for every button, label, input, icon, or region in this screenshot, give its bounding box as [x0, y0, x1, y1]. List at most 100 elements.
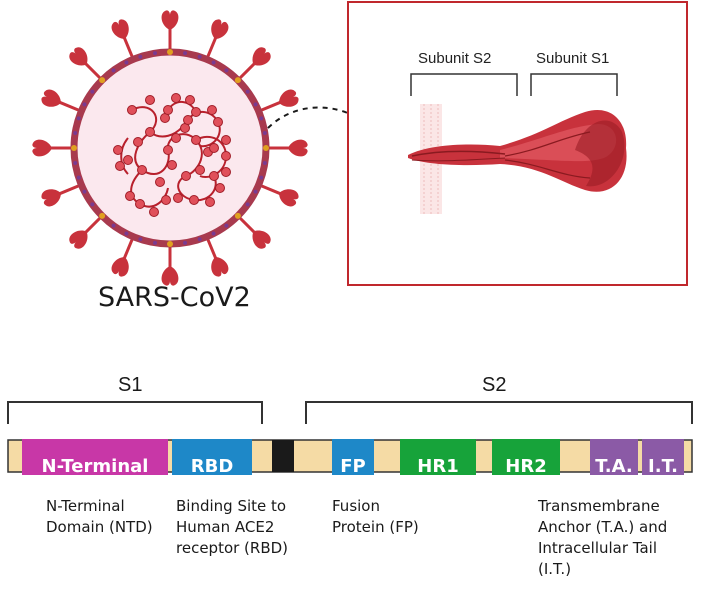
sars-cov2-virion: [32, 10, 308, 286]
spike-icon: [111, 237, 134, 277]
rna-bead: [135, 199, 145, 209]
membrane-protein-dot: [234, 77, 241, 84]
membrane-protein-dot: [197, 54, 202, 59]
membrane-protein-dot: [183, 240, 188, 245]
hr2-domain: [492, 439, 560, 475]
membrane-protein-dot: [73, 161, 78, 166]
rna-bead: [133, 137, 143, 147]
membrane-protein-dot: [76, 175, 81, 180]
rna-bead: [167, 160, 177, 170]
rna-bead: [163, 145, 173, 155]
membrane-protein-dot: [167, 241, 173, 247]
subunit-s2-label: Subunit S2: [418, 50, 492, 67]
rna-bead: [205, 197, 215, 207]
membrane-protein-dot: [111, 223, 116, 228]
rna-bead: [137, 165, 147, 175]
rna-bead: [183, 115, 193, 125]
fp-description: Fusion Protein (FP): [332, 497, 419, 536]
rna-bead: [127, 105, 137, 115]
membrane-protein-dot: [76, 116, 81, 121]
rbd-domain: [172, 439, 252, 475]
rna-bead: [189, 195, 199, 205]
rna-nucleocapsid-beads: [113, 93, 231, 217]
spike-icon: [69, 216, 102, 249]
rna-bead: [221, 135, 231, 145]
rna-bead: [195, 165, 205, 175]
fp-domain: [332, 439, 374, 475]
membrane-protein-dot: [152, 240, 157, 245]
membrane-protein-dot: [138, 54, 143, 59]
rna-bead: [115, 161, 125, 171]
membrane-protein-dot: [99, 77, 106, 84]
rna-bead: [185, 95, 195, 105]
membrane-protein-dot: [253, 102, 258, 107]
rna-bead: [173, 193, 183, 203]
spike-icon: [111, 19, 134, 59]
spike-icon: [259, 89, 299, 112]
membrane-protein-dot: [90, 202, 95, 207]
rna-bead: [171, 133, 181, 143]
membrane-protein-dot: [124, 60, 129, 65]
rna-bead: [171, 93, 181, 103]
hr1-label: HR1: [417, 456, 459, 477]
linker-segment: [272, 440, 294, 472]
membrane-protein-dot: [253, 189, 258, 194]
rbd-label: RBD: [190, 456, 234, 477]
ntd-description: N-Terminal Domain (NTD): [46, 497, 153, 536]
membrane-protein-dot: [211, 60, 216, 65]
membrane-protein-dot: [224, 68, 229, 73]
membrane-proteins: [71, 49, 269, 247]
membrane-protein-dot: [71, 145, 77, 151]
ta-it-description: Transmembrane Anchor (T.A.) and Intracel…: [538, 497, 668, 578]
membrane-protein-dot: [234, 212, 241, 219]
ta-domain: [590, 439, 638, 475]
membrane-protein-dot: [124, 231, 129, 236]
spike-protein: [408, 109, 627, 192]
rna-bead: [181, 171, 191, 181]
rna-bead: [163, 105, 173, 115]
membrane-protein-dot: [82, 189, 87, 194]
rna-bead: [191, 135, 201, 145]
rna-bead: [149, 207, 159, 217]
spike-icon: [206, 237, 229, 277]
membrane-protein-dot: [224, 223, 229, 228]
spike-icon: [268, 139, 308, 157]
membrane-protein-dot: [111, 68, 116, 73]
rna-bead: [123, 155, 133, 165]
s1-bracket: [7, 401, 263, 424]
virion-spikes: [32, 10, 308, 286]
hr2-label: HR2: [505, 456, 547, 477]
rna-bead: [145, 127, 155, 137]
membrane-protein-dot: [262, 161, 267, 166]
rna-bead: [145, 95, 155, 105]
rna-bead: [209, 171, 219, 181]
membrane-protein-dot: [263, 145, 269, 151]
rna-bead: [215, 183, 225, 193]
spike-icon: [161, 246, 179, 286]
virus-label: SARS-CoV2: [98, 282, 251, 313]
membrane-protein-dot: [167, 49, 173, 55]
s2-group-label: S2: [482, 374, 507, 396]
rna-bead: [221, 151, 231, 161]
it-label: I.T.: [648, 456, 678, 477]
membrane-protein-dot: [245, 202, 250, 207]
membrane-protein-dot: [152, 51, 157, 56]
subunit-s1-bracket: [530, 73, 618, 96]
spike-icon: [161, 10, 179, 50]
rbd-description: Binding Site to Human ACE2 receptor (RBD…: [176, 497, 289, 557]
membrane-protein-dot: [138, 237, 143, 242]
membrane-protein-dot: [262, 130, 267, 135]
membrane-protein-dot: [82, 102, 87, 107]
membrane-protein-dot: [245, 89, 250, 94]
rna-bead: [221, 167, 231, 177]
subunit-s1-label: Subunit S1: [536, 50, 610, 67]
spike-icon: [238, 47, 271, 80]
rna-bead: [113, 145, 123, 155]
n-terminal-domain: [22, 439, 168, 475]
membrane-protein-dot: [197, 237, 202, 242]
spike-icon: [41, 184, 81, 207]
rna-bead: [209, 143, 219, 153]
hr1-domain: [400, 439, 476, 475]
spike-icon: [32, 139, 72, 157]
